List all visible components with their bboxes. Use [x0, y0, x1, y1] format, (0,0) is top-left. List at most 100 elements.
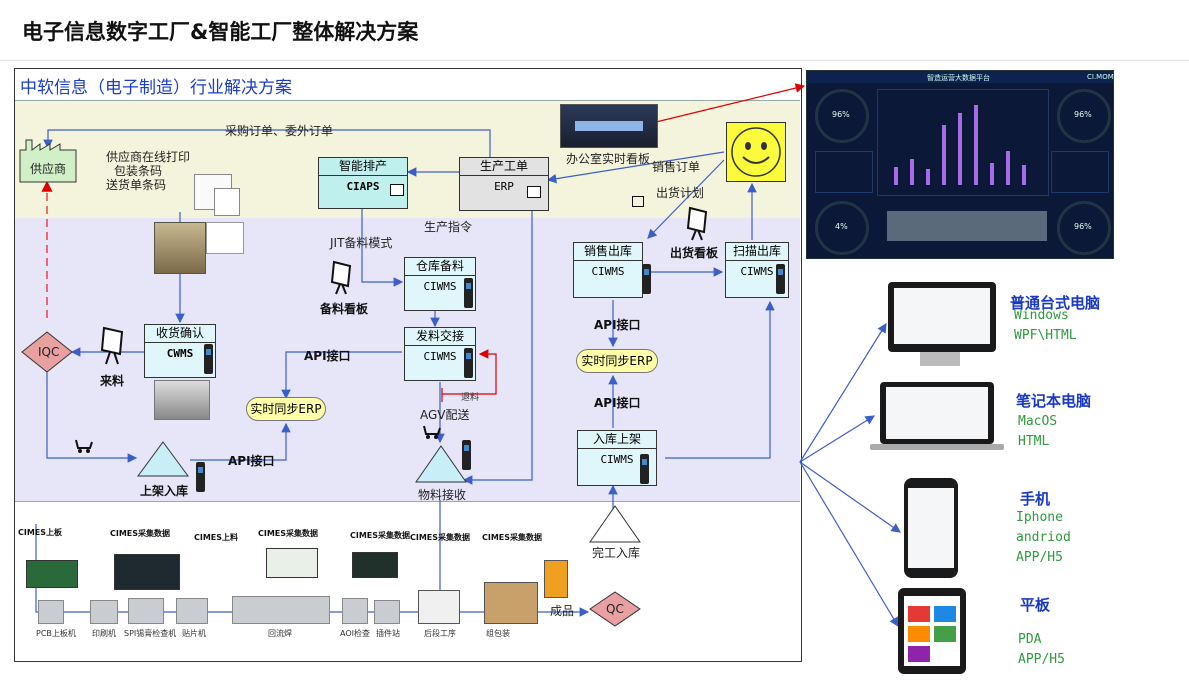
machine-image: [128, 598, 164, 624]
finish-in-label: 完工入库: [592, 546, 641, 560]
material-receive-label: 物料接收: [418, 488, 467, 502]
gauge: 96%: [815, 89, 869, 143]
device-name: 手机: [1020, 490, 1051, 508]
erp-sys: ERP: [494, 180, 514, 193]
pda-scanner-icon: [776, 264, 785, 294]
sales-out-title: 销售出库: [574, 243, 642, 261]
device-name: 平板: [1020, 596, 1051, 614]
machine-label: 回流焊: [268, 629, 292, 638]
board-icon: [330, 260, 352, 295]
frame-title: 中软信息（电子制造）行业解决方案: [20, 78, 292, 98]
pda-scanner-icon: [464, 278, 473, 308]
machine-label: 后段工序: [424, 629, 456, 638]
pda-scanner-icon: [196, 462, 205, 492]
issue-handover-sys: CIWMS: [423, 350, 457, 363]
board-icon: [100, 326, 124, 365]
pda-scanner-icon: [464, 348, 473, 378]
scanning-photo: [154, 380, 210, 420]
phone-image: [904, 478, 958, 578]
api-label: API接口: [304, 349, 351, 363]
receive-confirm-title: 收货确认: [145, 325, 215, 343]
gauge: 96%: [1057, 201, 1111, 255]
workbench-image: [418, 590, 460, 624]
sales-out-box[interactable]: 销售出库 CIWMS: [573, 242, 643, 298]
qc-diamond: [589, 591, 641, 627]
machine-image: [342, 598, 368, 624]
pda-scanner-icon: [642, 264, 651, 294]
dashboard-brand: CI.MOM: [1087, 73, 1114, 81]
pda-scanner-icon: [462, 440, 471, 470]
agv-label: AGV配送: [420, 408, 470, 422]
pda-scanner-icon: [204, 344, 213, 374]
machine-label: 印刷机: [92, 629, 116, 638]
collect-label-row: CIMES上板 CIMES采集数据 CIMES上料 CIMES采集数据 CIME…: [18, 518, 542, 542]
return-label: 退料: [461, 393, 480, 403]
store-in-title: 入库上架: [578, 431, 656, 449]
production-command-label: 生产指令: [424, 220, 473, 234]
prep-board-label: 备料看板: [320, 302, 369, 316]
realtime-erp-pill: 实时同步ERP: [246, 397, 326, 421]
device-name: 笔记本电脑: [1016, 392, 1092, 410]
collect-label: CIMES采集数据: [410, 533, 471, 542]
incoming-label: 来料: [100, 374, 125, 388]
machine-image: [38, 600, 64, 624]
erp-title: 生产工单: [460, 158, 548, 176]
collect-label: CIMES采集数据: [110, 529, 171, 538]
line-model: [887, 211, 1047, 241]
machine-label: SPI锡膏检查机: [124, 629, 177, 638]
store-in-sys: CIWMS: [600, 453, 634, 466]
table-panel: [815, 151, 873, 193]
purchase-order-label: 采购订单、委外订单: [225, 124, 334, 138]
supplier-label: 供应商: [30, 162, 67, 176]
laptop-base: [870, 444, 1004, 450]
office-board-image: [560, 104, 658, 148]
receive-confirm-sys: CWMS: [166, 347, 194, 360]
gauge: 96%: [1057, 89, 1111, 143]
smart-scheduling-box[interactable]: 智能排产 CIAPS: [318, 157, 408, 209]
device-name: 普通台式电脑: [1010, 294, 1101, 312]
tablet-image: [898, 588, 966, 674]
laptop-image: [880, 382, 994, 444]
smiley-icon: [731, 127, 781, 177]
issue-handover-title: 发料交接: [405, 328, 475, 346]
scan-out-sys: CIWMS: [740, 265, 774, 278]
machine-image: [374, 600, 400, 624]
factory-icon: [19, 139, 77, 183]
robot-arm-image: [544, 560, 568, 598]
scan-out-title: 扫描出库: [726, 243, 788, 261]
shelf-in-label: 上架入库: [140, 484, 189, 498]
sales-out-sys: CIWMS: [591, 265, 625, 278]
qc-label: QC: [606, 602, 624, 616]
computer-icon: [390, 184, 404, 196]
machine-label: PCB上板机: [36, 629, 76, 638]
machine-label: 组包装: [486, 629, 510, 638]
warehouse-prep-title: 仓库备料: [405, 258, 475, 276]
computer-icon: [632, 196, 644, 207]
collect-label: CIMES采集数据: [350, 531, 411, 540]
cart-icon: [75, 439, 93, 453]
machine-label: 插件站: [376, 629, 400, 638]
collect-label: CIMES上料: [194, 533, 239, 542]
machine-label-row: PCB上板机 印刷机 SPI锡膏检查机 贴片机 回流焊 AOI检查 插件站 后段…: [30, 628, 550, 640]
erp-box[interactable]: 生产工单 ERP: [459, 157, 549, 211]
api-label: API接口: [228, 454, 275, 468]
iqc-diamond: [21, 331, 73, 373]
customer-box: [726, 122, 786, 182]
collect-label: CIMES上板: [18, 528, 63, 537]
dashboard-title: 智造运营大数据平台: [927, 74, 990, 82]
machine-image: [90, 600, 118, 624]
ship-plan-label: 出货计划: [656, 186, 705, 200]
gauge: 4%: [815, 201, 869, 255]
api-label: API接口: [594, 396, 641, 410]
api-label: API接口: [594, 318, 641, 332]
machine-image: [176, 598, 208, 624]
monitor-image: [26, 560, 78, 588]
machine-image: [232, 596, 330, 624]
warehouse-prep-sys: CIWMS: [423, 280, 457, 293]
supplier-print-label: 供应商在线打印 包装条码 送货单条码: [106, 150, 191, 192]
packing-image: [484, 582, 538, 624]
computer-icon: [527, 186, 541, 198]
